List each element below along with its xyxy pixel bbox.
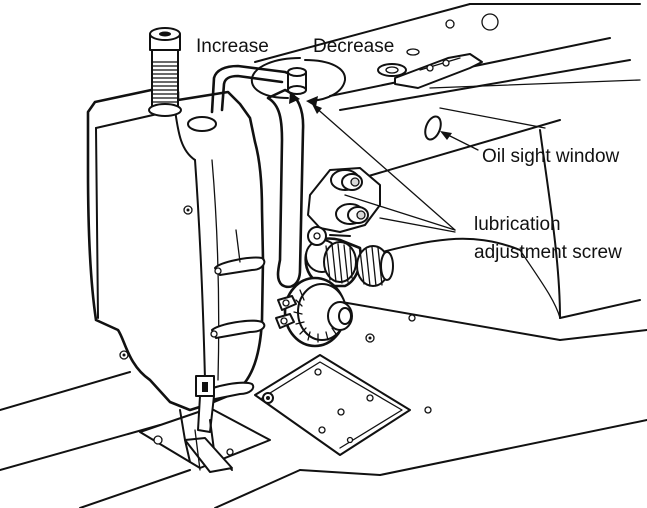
lubrication-adjustment-screw (148, 27, 182, 117)
leader-lines (312, 104, 479, 233)
thread-tension-assembly (304, 167, 394, 288)
label-increase: Increase (196, 36, 269, 57)
slide-plate (254, 354, 411, 456)
text-labels: Increase Decrease Oil sight window lubri… (196, 36, 622, 263)
label-adjustment-screw: adjustment screw (474, 242, 622, 263)
oil-sight-window (424, 115, 442, 141)
rotation-indicator (250, 57, 346, 107)
label-lubrication: lubrication (474, 214, 561, 235)
label-decrease: Decrease (313, 36, 394, 57)
thread-guides (204, 229, 266, 401)
face-plate (86, 84, 265, 412)
label-oil-sight-window: Oil sight window (482, 146, 620, 167)
machine-arm (254, 3, 647, 476)
top-plate-parts (377, 48, 483, 89)
needle-assembly (179, 375, 233, 473)
disc-assembly (275, 276, 353, 348)
